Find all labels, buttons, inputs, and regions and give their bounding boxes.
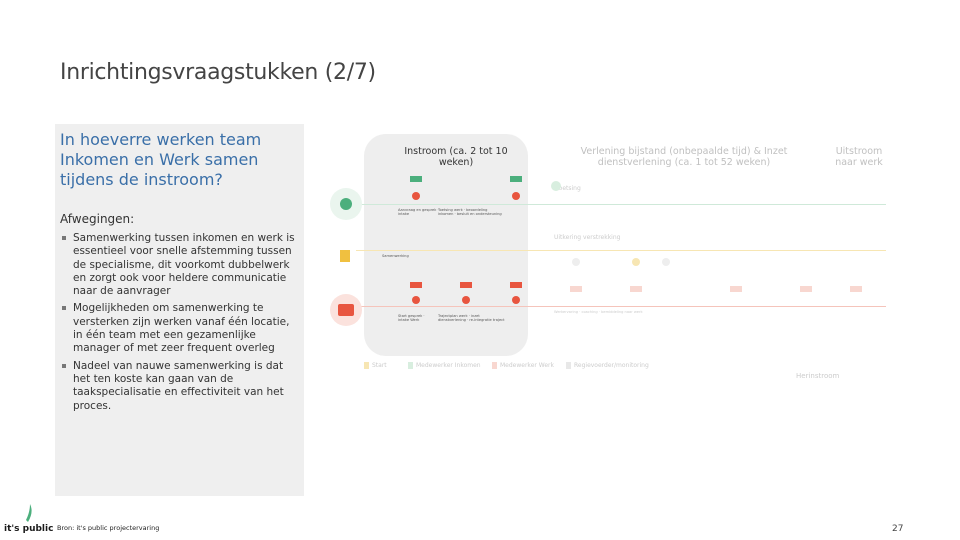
herinstroom-label: Herinstroom (796, 372, 840, 380)
person-icon (408, 362, 413, 369)
lane-inkomen-line (356, 204, 886, 205)
bullet-icon (62, 363, 66, 368)
lane-text: Werkervaring · coaching · bemiddeling na… (554, 310, 643, 314)
afwegingen-list: Samenwerking tussen inkomen en werk is e… (60, 232, 300, 417)
logo-text: it's public (4, 524, 54, 534)
chat-icon (510, 176, 522, 182)
person-icon (512, 192, 520, 200)
person-icon (632, 258, 640, 266)
chat-icon (630, 286, 642, 292)
phone-icon (340, 250, 350, 262)
chat-icon (570, 286, 582, 292)
legend-werk: Medewerker Werk (492, 362, 554, 369)
briefcase-icon (338, 304, 354, 316)
page-title: Inrichtingsvraagstukken (2/7) (60, 60, 376, 85)
legend-start: Start (364, 362, 387, 369)
person-icon (412, 296, 420, 304)
lane-icons (330, 188, 362, 326)
considerations-panel: In hoeverre werken team Inkomen en Werk … (55, 124, 304, 496)
itspublic-logo (26, 504, 32, 522)
check-icon (551, 181, 561, 191)
afwegingen-label: Afwegingen: (60, 212, 135, 226)
bullet-text: Mogelijkheden om samenwerking te verster… (73, 302, 290, 355)
lane-text: Trajectplan werk · inzet dienstverlening… (438, 314, 505, 323)
chat-icon (410, 176, 422, 182)
bullet-icon (62, 236, 66, 240)
list-item: Samenwerking tussen inkomen en werk is e… (60, 232, 300, 298)
bullet-text: Samenwerking tussen inkomen en werk is e… (73, 232, 295, 298)
instroom-phase-background (364, 134, 528, 356)
instroom-actors (410, 176, 522, 304)
person-icon (412, 192, 420, 200)
person-icon (512, 296, 520, 304)
person-icon (662, 258, 670, 266)
chat-icon (730, 286, 742, 292)
phase-verlening: Verlening bijstand (onbepaalde tijd) & I… (580, 146, 788, 168)
person-icon (572, 258, 580, 266)
timeline-label: Toetsing (556, 185, 581, 192)
source-note: Bron: it's public projectervaring (57, 524, 160, 532)
person-icon (566, 362, 571, 369)
lane-werk-line (356, 306, 886, 307)
list-item: Nadeel van nauwe samenwerking is dat het… (60, 360, 300, 413)
question-heading: In hoeverre werken team Inkomen en Werk … (60, 130, 262, 189)
chat-icon (510, 282, 522, 288)
lane-text: Samenwerking (382, 254, 409, 258)
chat-icon (800, 286, 812, 292)
chat-icon (460, 282, 472, 288)
chat-icon (410, 282, 422, 288)
verlening-actors (551, 181, 862, 292)
person-icon (462, 296, 470, 304)
legend-inkomen: Medewerker Inkomen (408, 362, 481, 369)
legend-regie: Regievoerder/monitoring (566, 362, 649, 369)
process-diagram: Instroom (ca. 2 tot 10 weken) Verlening … (326, 130, 896, 390)
phase-instroom: Instroom (ca. 2 tot 10 weken) (404, 146, 508, 168)
person-icon (364, 362, 369, 369)
page-number: 27 (892, 524, 904, 534)
lane-text: Start gesprek · intake Werk (398, 314, 425, 323)
bullet-text: Nadeel van nauwe samenwerking is dat het… (73, 359, 284, 412)
timeline-label: Uitkering verstrekking (554, 234, 621, 241)
lane-samenwerking-line (356, 250, 886, 251)
phase-uitstroom: Uitstroom naar werk (835, 146, 883, 168)
list-item: Mogelijkheden om samenwerking te verster… (60, 302, 300, 355)
lane-text: Aanvraag en gesprek · intake (398, 208, 439, 217)
lane-text: Toetsing werk · beoordeling inkomen · be… (438, 208, 502, 217)
leaf-icon (26, 504, 32, 522)
chat-icon (850, 286, 862, 292)
coins-icon (340, 198, 352, 210)
person-icon (492, 362, 497, 369)
bullet-icon (62, 306, 66, 311)
